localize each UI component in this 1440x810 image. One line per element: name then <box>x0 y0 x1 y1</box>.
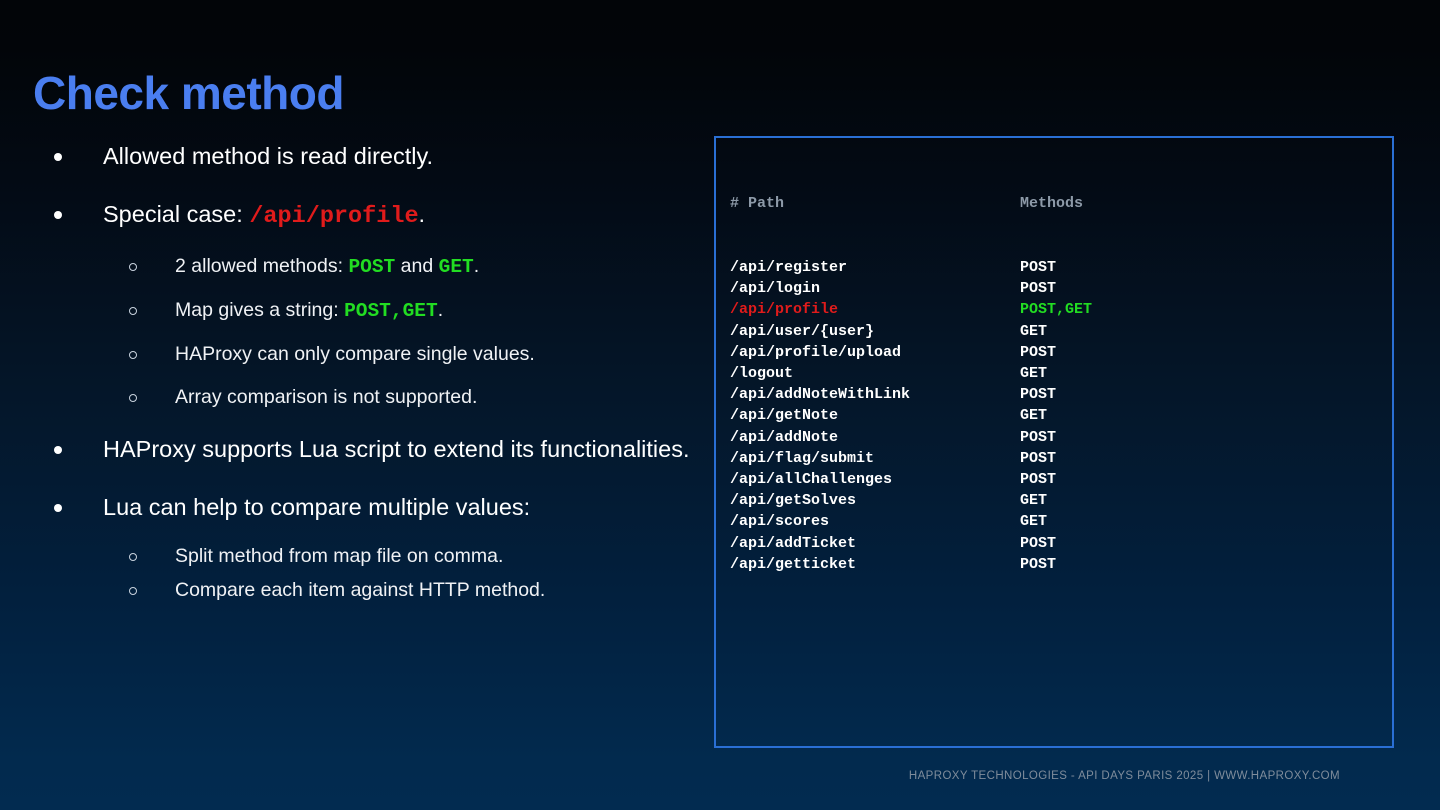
bullet-item-3: HAProxy supports Lua script to extend it… <box>40 433 700 465</box>
sub-bullet-2-suffix: . <box>437 299 444 321</box>
sub-bullet-6-text: Compare each item against HTTP method. <box>175 579 546 601</box>
sub-bullet-1-prefix: 2 allowed methods: <box>175 255 349 277</box>
cell-path: /api/getSolves <box>730 492 857 510</box>
bullet-text-2-prefix: Special case: <box>103 201 250 227</box>
sub-bullet-item-1: 2 allowed methods: POST and GET. <box>40 253 700 281</box>
table-row: /api/addNote POST <box>730 427 1092 448</box>
sub-bullet-item-5: Split method from map file on comma. <box>40 543 700 570</box>
cell-path: /api/user/{user} <box>730 322 875 340</box>
table-row: /api/getSolves GET <box>730 490 1092 511</box>
table-row: /api/user/{user} GET <box>730 321 1092 342</box>
cell-path: /api/scores <box>730 513 830 531</box>
table-row: /api/scores GET <box>730 511 1092 532</box>
bullet-list: Allowed method is read directly. Special… <box>40 140 700 626</box>
bullet-item-2: Special case: /api/profile. <box>40 198 700 233</box>
column-header-path: # Path <box>730 195 785 213</box>
table-row: /api/getNote GET <box>730 405 1092 426</box>
cell-path: /api/profile <box>730 301 839 319</box>
cell-path: /logout <box>730 365 794 383</box>
cell-path: /api/register <box>730 259 848 277</box>
sub-bullet-1-suffix: . <box>473 255 480 277</box>
sub-bullet-item-6: Compare each item against HTTP method. <box>40 577 700 604</box>
cell-path: /api/addTicket <box>730 534 857 552</box>
sub-bullet-2-prefix: Map gives a string: <box>175 299 345 321</box>
cell-path: /api/addNote <box>730 428 839 446</box>
cell-methods: POST <box>1020 343 1057 361</box>
cell-path: /api/flag/submit <box>730 449 875 467</box>
sub-bullet-group-1: 2 allowed methods: POST and GET. Map giv… <box>40 253 700 411</box>
sub-bullet-3-text: HAProxy can only compare single values. <box>175 343 535 365</box>
slide-footer: HAPROXY TECHNOLOGIES - API DAYS PARIS 20… <box>908 770 1340 782</box>
bullet-text-4: Lua can help to compare multiple values: <box>103 494 531 520</box>
inline-code-post: POST <box>348 256 396 278</box>
sub-bullet-4-text: Array comparison is not supported. <box>175 386 478 408</box>
table-row: /api/login POST <box>730 278 1092 299</box>
bullet-text-2-suffix: . <box>418 201 426 227</box>
inline-code-get: GET <box>438 256 474 278</box>
table-row: /api/profile POST,GET <box>730 299 1092 320</box>
cell-methods: POST <box>1020 449 1057 467</box>
table-row: /api/profile/upload POST <box>730 342 1092 363</box>
cell-path: /api/addNoteWithLink <box>730 386 911 404</box>
cell-methods: POST <box>1020 534 1057 552</box>
bullet-item-4: Lua can help to compare multiple values: <box>40 491 700 523</box>
cell-methods: GET <box>1020 513 1048 531</box>
table-row: /api/allChallenges POST <box>730 469 1092 490</box>
table-header-row: # Path Methods <box>730 193 1092 214</box>
table-row: /api/register POST <box>730 257 1092 278</box>
page-title: Check method <box>33 67 344 119</box>
cell-methods: POST <box>1020 428 1057 446</box>
column-header-methods: Methods <box>1020 195 1084 213</box>
inline-code-post-get: POST,GET <box>344 300 438 322</box>
cell-methods: POST <box>1020 555 1057 573</box>
table-row: /logout GET <box>730 363 1092 384</box>
cell-methods: POST <box>1020 259 1057 277</box>
cell-methods: GET <box>1020 407 1048 425</box>
cell-methods: POST,GET <box>1020 301 1093 319</box>
cell-methods: POST <box>1020 280 1057 298</box>
table-row: /api/flag/submit POST <box>730 448 1092 469</box>
table-row: /api/addTicket POST <box>730 533 1092 554</box>
table-row: /api/getticket POST <box>730 554 1092 575</box>
bullet-item-1: Allowed method is read directly. <box>40 140 700 172</box>
cell-path: /api/profile/upload <box>730 343 902 361</box>
sub-bullet-item-3: HAProxy can only compare single values. <box>40 341 700 368</box>
table-row: /api/addNoteWithLink POST <box>730 384 1092 405</box>
cell-methods: POST <box>1020 386 1057 404</box>
inline-code-api-profile: /api/profile <box>249 203 419 230</box>
cell-path: /api/allChallenges <box>730 471 893 489</box>
sub-bullet-group-2: Split method from map file on comma. Com… <box>40 543 700 604</box>
cell-path: /api/getNote <box>730 407 839 425</box>
bullet-text-3: HAProxy supports Lua script to extend it… <box>103 436 690 462</box>
cell-methods: GET <box>1020 322 1048 340</box>
cell-methods: GET <box>1020 492 1048 510</box>
cell-path: /api/getticket <box>730 555 857 573</box>
sub-bullet-5-text: Split method from map file on comma. <box>175 545 504 567</box>
cell-path: /api/login <box>730 280 821 298</box>
cell-methods: GET <box>1020 365 1048 383</box>
sub-bullet-item-4: Array comparison is not supported. <box>40 384 700 411</box>
sub-bullet-1-middle: and <box>395 255 439 277</box>
sub-bullet-item-2: Map gives a string: POST,GET. <box>40 297 700 325</box>
cell-methods: POST <box>1020 471 1057 489</box>
bullet-text-1: Allowed method is read directly. <box>103 143 434 169</box>
